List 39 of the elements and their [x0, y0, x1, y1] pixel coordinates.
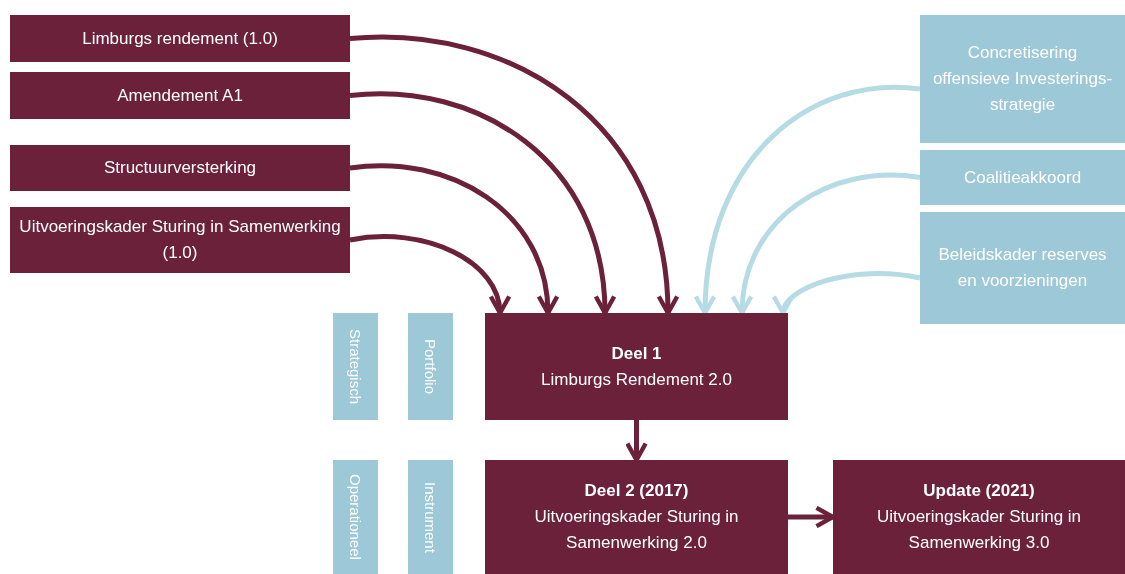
box-heading: Deel 1 [611, 342, 662, 365]
arrow [731, 172, 921, 316]
box-text: Operationeel [348, 474, 363, 560]
box-text: Limburgs Rendement 2.0 [541, 368, 732, 391]
side-label-bar [408, 313, 453, 420]
side-label-bar [408, 460, 453, 574]
box-text: Uitvoeringskader Sturing in Samenwerking 2.0 [533, 506, 740, 554]
box-text: Concretisering offensieve Investerings- strategie [931, 42, 1114, 116]
arrow [349, 91, 616, 316]
arrow [694, 84, 921, 316]
process-box [485, 313, 788, 420]
box-text: Uitvoeringskader Sturing in Samenwerking (1.0) [18, 216, 342, 264]
box-text: Instrument [423, 481, 438, 553]
box-heading: Deel 2 (2017) [584, 480, 689, 502]
side-label-bar [333, 460, 378, 574]
box-text: Strategisch [348, 328, 363, 404]
box-text: Beleidskader reserves en voorzieningen [937, 244, 1108, 292]
process-box [10, 15, 350, 62]
process-box [10, 72, 350, 119]
process-box [920, 150, 1125, 205]
process-box [10, 145, 350, 191]
process-box [920, 15, 1125, 143]
box-text: Structuurversterking [103, 157, 257, 179]
box-text: Uitvoeringskader Sturing in Samenwerking 3.0 [875, 506, 1083, 554]
box-text: Amendement A1 [117, 84, 243, 107]
arrow [775, 271, 921, 316]
arrow [625, 420, 648, 463]
arrow [349, 163, 558, 316]
process-box [920, 212, 1125, 324]
process-box [833, 460, 1125, 574]
arrow [349, 234, 510, 316]
side-label-bar [333, 313, 378, 420]
process-box [485, 460, 788, 574]
box-heading: Update (2021) [923, 480, 1035, 502]
box-text: Coalitieakkoord [963, 166, 1082, 189]
process-box [10, 207, 350, 273]
box-text: Portfolio [423, 339, 438, 394]
arrow [349, 34, 679, 316]
box-text: Limburgs rendement (1.0) [82, 27, 278, 50]
